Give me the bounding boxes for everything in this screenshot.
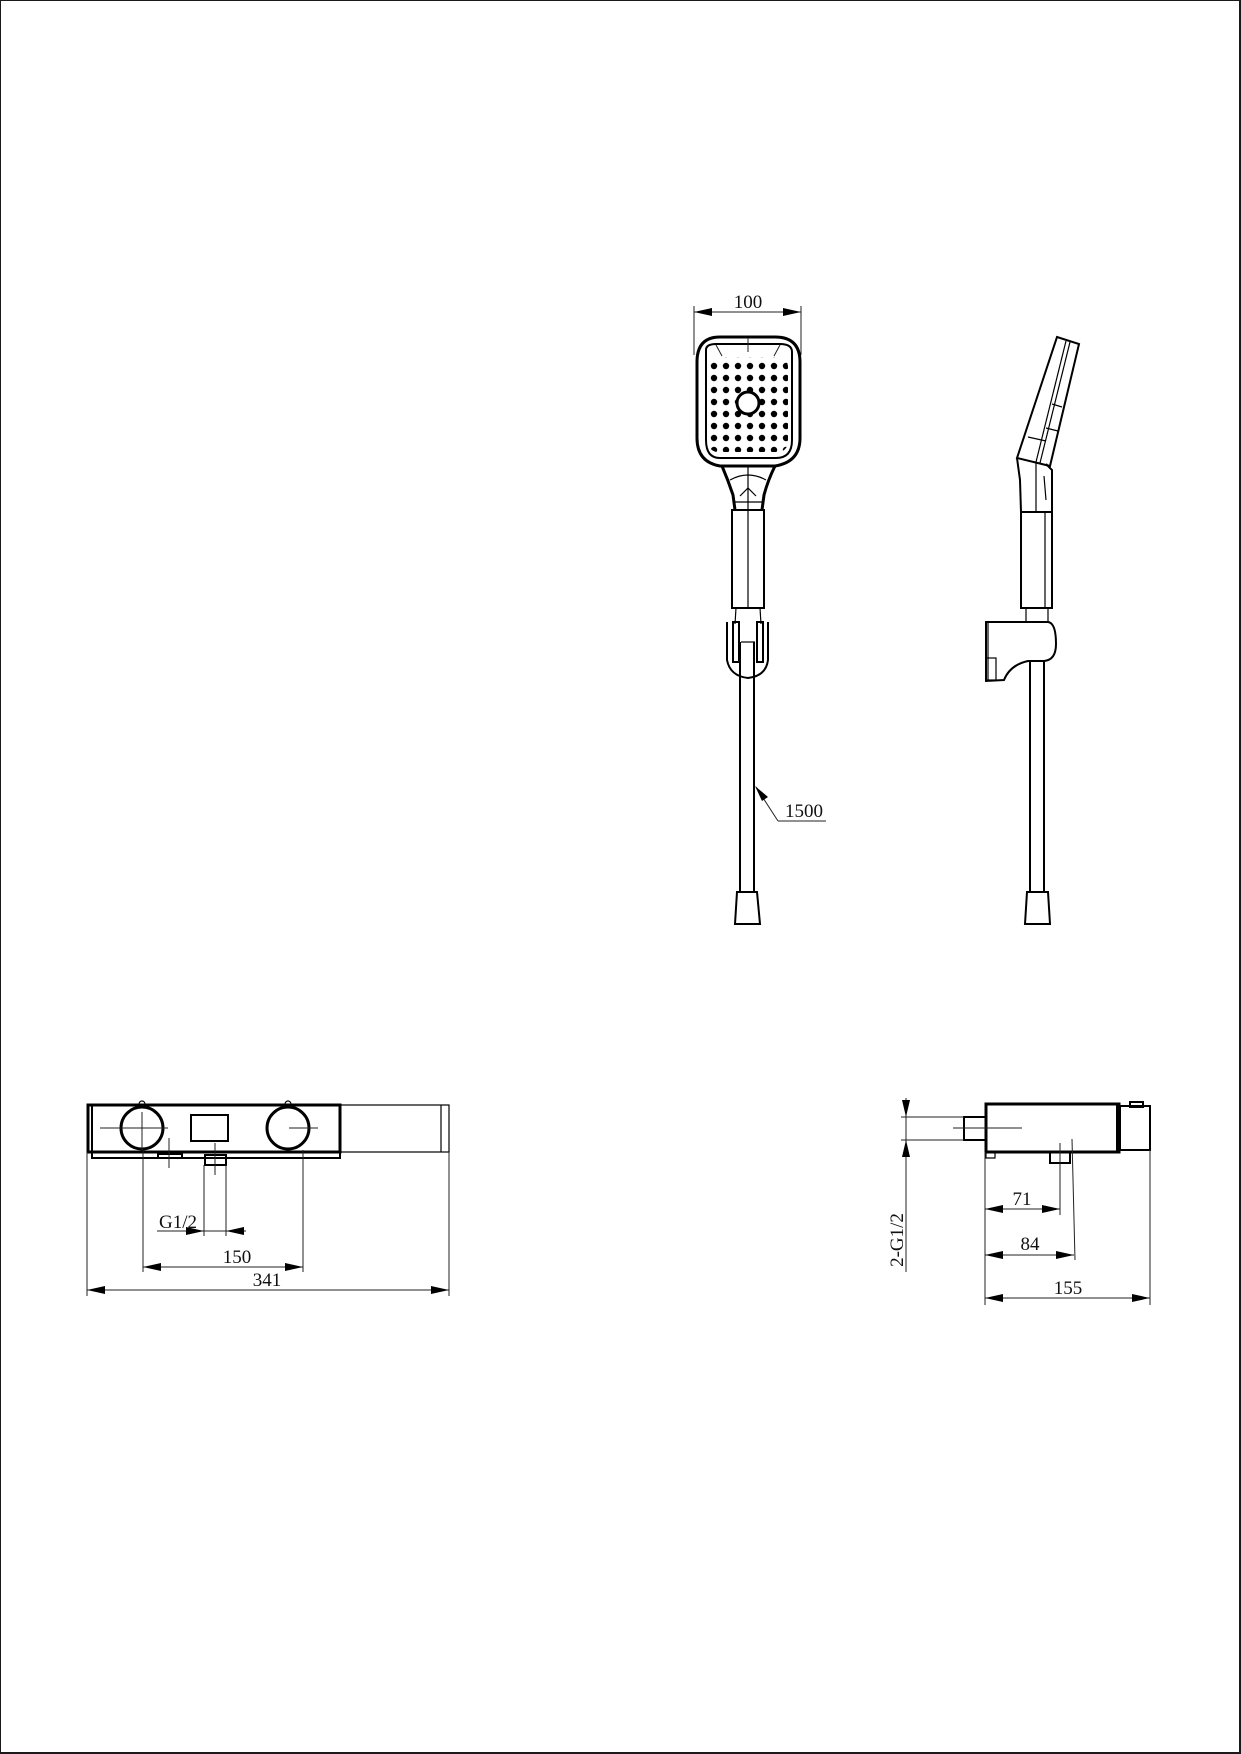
dimension-label-341: 341: [253, 1270, 282, 1291]
dimension-knob-spacing: 150: [143, 1247, 303, 1271]
dimension-overall-length: 341: [87, 1270, 449, 1294]
dimension-hose-length: 1500: [755, 786, 826, 822]
hand-shower-front-view: 100: [693, 292, 826, 925]
mixer-front-view: G1/2 150 341: [86, 1100, 450, 1296]
dimension-label-g1-2: G1/2: [159, 1212, 197, 1233]
hand-shower-side-view: [985, 335, 1081, 925]
mixer-shelf-extension: [339, 1104, 450, 1153]
slide-bracket-front: [726, 622, 769, 680]
center-nozzle: [735, 390, 761, 416]
dimension-label-1500: 1500: [785, 801, 823, 822]
dimension-outlet-depth-84: 84: [985, 1234, 1074, 1259]
dimension-label-150: 150: [223, 1247, 252, 1268]
dimension-label-2-g1-2: 2-G1/2: [887, 1213, 908, 1267]
dimension-label-155: 155: [1054, 1278, 1083, 1299]
dimension-label-71: 71: [1013, 1189, 1032, 1210]
dimension-side-inlet-thread: 2-G1/2: [887, 1098, 964, 1272]
mixer-side-view: 2-G1/2 71 84 155: [887, 1098, 1151, 1305]
slide-bracket-side: [985, 621, 1058, 683]
dimension-overall-depth: 155: [985, 1278, 1150, 1302]
dimension-head-width: 100: [693, 292, 802, 355]
hose-end-fitting-side: [1023, 891, 1052, 925]
dimension-label-100: 100: [734, 292, 763, 313]
dimension-inlet-thread: G1/2: [157, 1212, 246, 1235]
shower-head-side: [1015, 335, 1081, 468]
digital-display: [190, 1114, 229, 1142]
dimension-label-84: 84: [1021, 1234, 1041, 1255]
shower-handle-neck: [720, 465, 777, 511]
hose-end-fitting: [733, 891, 762, 925]
dimension-outlet-depth-71: 71: [985, 1189, 1060, 1213]
shower-handle-side: [1020, 511, 1053, 609]
